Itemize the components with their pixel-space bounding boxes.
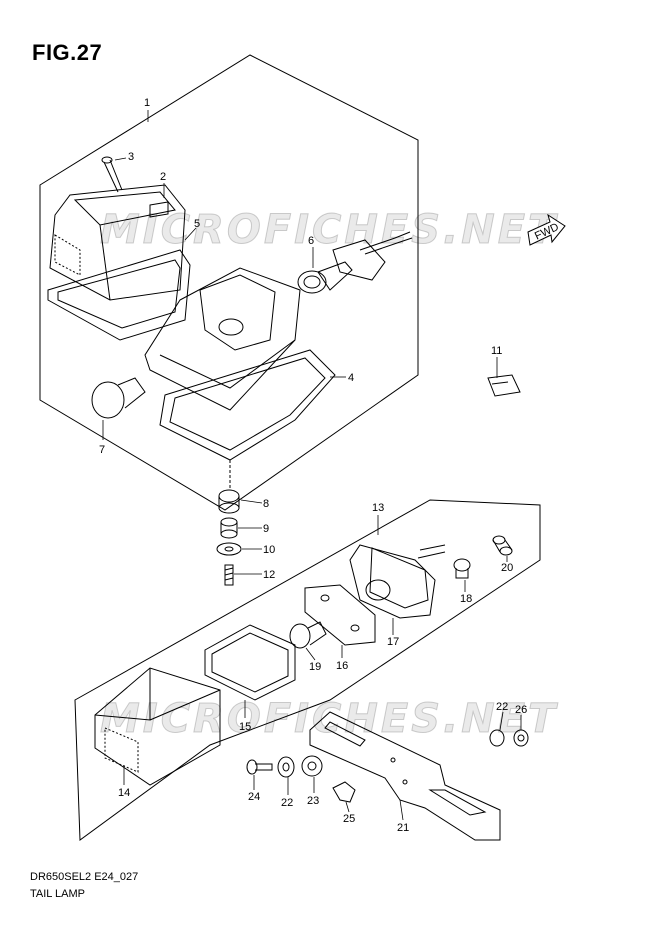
watermark-upper: MICROFICHES.NET [99, 207, 559, 254]
callout-25: 25 [343, 813, 355, 825]
callout-4: 4 [348, 372, 354, 384]
callout-12: 12 [263, 569, 275, 581]
washer-part-22-left [277, 756, 295, 778]
grommet-part-8 [218, 489, 240, 514]
callout-16: 16 [336, 660, 348, 672]
assembly-1-outline [39, 54, 419, 511]
callout-24: 24 [248, 791, 260, 803]
socket-part-6 [297, 231, 413, 294]
callout-15: 15 [239, 721, 251, 733]
callout-22-lower: 22 [281, 797, 293, 809]
collar-part-9 [220, 517, 238, 539]
callout-6: 6 [308, 235, 314, 247]
fwd-arrow [527, 213, 566, 246]
callout-26: 26 [515, 704, 527, 716]
callout-8: 8 [263, 498, 269, 510]
lamp-unit-part-17 [349, 544, 446, 619]
lens-part-2 [49, 184, 186, 301]
callout-5: 5 [194, 218, 200, 230]
callout-3: 3 [128, 151, 134, 163]
callout-18: 18 [460, 593, 472, 605]
callout-20: 20 [501, 562, 513, 574]
spacer-part-23 [301, 755, 323, 777]
callout-19: 19 [309, 661, 321, 673]
lens-part-14 [94, 667, 221, 786]
figure-title: FIG.27 [32, 40, 103, 65]
gasket-part-15 [204, 624, 296, 701]
fwd-label: FWD [533, 221, 561, 242]
leader-lines [102, 110, 522, 821]
housing-part-4 [144, 267, 336, 490]
collar-part-20 [492, 535, 513, 556]
nut-part-26 [513, 729, 529, 747]
bulb-part-7 [91, 377, 146, 419]
callout-1: 1 [144, 97, 150, 109]
clamp-part-11 [487, 374, 521, 397]
callout-14: 14 [118, 787, 130, 799]
gasket-part-5 [47, 249, 191, 341]
callout-7: 7 [99, 444, 105, 456]
watermark-lower: MICROFICHES.NET [99, 696, 559, 743]
license-bracket-part-21 [309, 711, 501, 841]
callout-22-upper: 22 [496, 701, 508, 713]
screw-part-24 [246, 759, 273, 775]
drawing-code: DR650SEL2 E24_027 [30, 871, 139, 883]
clip-part-25 [332, 781, 356, 803]
callout-10: 10 [263, 544, 275, 556]
callout-23: 23 [307, 795, 319, 807]
bracket-part-16 [304, 584, 376, 646]
nut-part-22-right [489, 729, 505, 747]
callout-11: 11 [491, 345, 502, 357]
callout-17: 17 [387, 636, 399, 648]
nut-part-12 [224, 564, 234, 586]
bulb-part-19 [289, 621, 327, 649]
callout-9: 9 [263, 523, 269, 535]
drawing-name: TAIL LAMP [30, 888, 86, 900]
callout-13: 13 [372, 502, 384, 514]
callout-2: 2 [160, 171, 166, 183]
screw-part-3 [101, 156, 123, 193]
bolt-part-18 [453, 558, 471, 579]
assembly-13-outline [74, 499, 541, 841]
callout-21: 21 [397, 822, 409, 834]
washer-part-10 [216, 542, 242, 556]
